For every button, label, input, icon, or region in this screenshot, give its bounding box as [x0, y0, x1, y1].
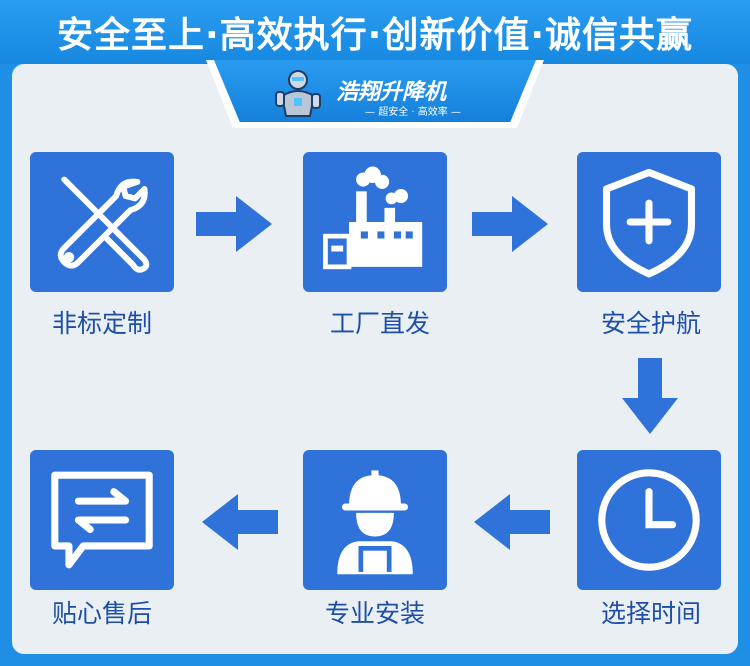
step-label-aftersale: 贴心售后	[51, 599, 152, 628]
arrow-down-icon	[622, 358, 678, 434]
step-tile-factory	[303, 152, 447, 292]
chat-exchange-icon	[51, 471, 153, 569]
worker-icon	[337, 470, 413, 575]
step-tile-install	[303, 450, 447, 590]
brand-name: 浩翔升降机	[336, 80, 447, 105]
step-label-custom: 非标定制	[51, 309, 152, 338]
brand-slogan: — 超安全 · 高效率 —	[365, 107, 461, 118]
arrow-left-icon	[474, 494, 550, 550]
step-label-install: 专业安装	[324, 599, 425, 628]
arrow-right-icon	[472, 196, 548, 252]
clock-icon	[598, 469, 700, 571]
step-tile-safety	[577, 152, 721, 292]
arrow-right-icon	[196, 196, 272, 252]
factory-icon	[323, 166, 423, 270]
slogan-banner: 安全至上·高效执行·创新价值·诚信共赢	[0, 0, 750, 64]
step-tile-aftersale	[30, 450, 174, 590]
logo-tab	[214, 60, 536, 122]
shield-plus-icon	[602, 168, 696, 278]
arrow-left-icon	[202, 494, 278, 550]
tools-icon	[57, 176, 150, 273]
step-label-safety: 安全护航	[600, 309, 701, 338]
robot-mascot-icon	[275, 70, 321, 117]
step-tile-custom	[30, 152, 174, 292]
step-tile-schedule	[577, 450, 721, 590]
step-label-schedule: 选择时间	[600, 599, 701, 628]
step-label-factory: 工厂直发	[329, 309, 430, 338]
